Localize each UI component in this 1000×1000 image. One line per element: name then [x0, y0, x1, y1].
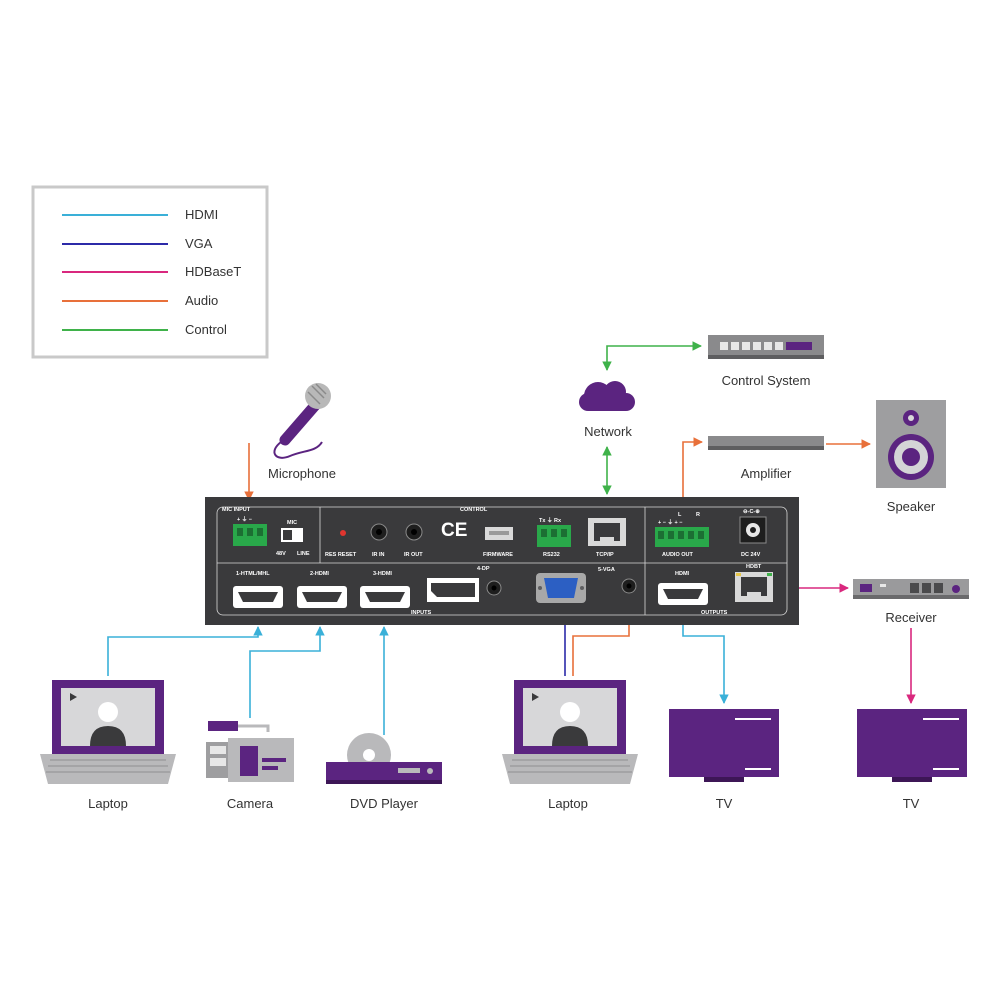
ce-mark: CE [441, 520, 467, 541]
control-system-icon [708, 335, 824, 359]
control-system-line [602, 341, 702, 371]
hdmi-out-tv-line [682, 614, 729, 704]
hdmi-input-3-port[interactable] [360, 586, 410, 608]
audio-r-label: R [696, 512, 700, 518]
legend: HDMI VGA HDBaseT Audio Control [31, 185, 269, 359]
legend-hdmi-label: HDMI [185, 207, 218, 222]
audio-out-terminal[interactable] [655, 527, 709, 547]
laptop-left-label: Laptop [88, 796, 128, 811]
audio-out-pins: + − ⏚ + − [658, 519, 682, 526]
input-4-label: 4-DP [477, 566, 490, 572]
microphone-icon [273, 383, 331, 459]
rs232-terminal[interactable] [537, 525, 571, 547]
firmware-label: FIRMWARE [483, 552, 513, 558]
dc-polarity-label: ⊖-C-⊕ [743, 509, 760, 515]
control-section-label: CONTROL [460, 507, 488, 513]
hdmi-input-2-port[interactable] [297, 586, 347, 608]
hdbt-output-port[interactable] [735, 572, 773, 602]
hdmi-output-label: HDMI [675, 571, 690, 577]
dc-label: DC 24V [741, 552, 761, 558]
tv-right-label: TV [903, 796, 920, 811]
network-label: Network [584, 424, 632, 439]
ir-in-jack[interactable] [370, 523, 388, 541]
res-reset-label: RES RESET [325, 552, 357, 558]
tv-center-icon [669, 709, 779, 782]
camera-label: Camera [227, 796, 274, 811]
dvd-player-icon [326, 733, 442, 784]
tcpip-label: TCP/IP [596, 552, 614, 558]
legend-audio-label: Audio [185, 293, 218, 308]
audio-input-5-jack[interactable] [621, 578, 637, 594]
tv-center-label: TV [716, 796, 733, 811]
laptop-left-hdmi-line [107, 626, 263, 676]
switcher-rear-panel: MIC INPUT + ⏚ − MIC 48V LINE CONTROL RES… [205, 497, 799, 625]
rs232-pins: Tx ⏚ Rx [539, 517, 562, 524]
cloud-icon [579, 381, 635, 411]
hdmi-output-port[interactable] [658, 583, 708, 605]
audio-out-label: AUDIO OUT [662, 552, 694, 558]
camera-icon [206, 721, 294, 782]
input-3-label: 3-HDMI [373, 571, 392, 577]
tv-right-icon [857, 709, 967, 782]
ir-out-label: IR OUT [404, 552, 423, 558]
input-2-label: 2-HDMI [310, 571, 329, 577]
legend-hdbaset-label: HDBaseT [185, 264, 241, 279]
receiver-label: Receiver [885, 610, 937, 625]
legend-vga-label: VGA [185, 236, 213, 251]
status-led [340, 530, 346, 536]
dvd-player-label: DVD Player [350, 796, 419, 811]
mic-input-pins: + ⏚ − [237, 516, 252, 523]
receiver-icon [853, 579, 969, 599]
ir-out-jack[interactable] [405, 523, 423, 541]
ir-in-label: IR IN [372, 552, 385, 558]
mic-input-label: MIC INPUT [222, 507, 251, 513]
control-system-label: Control System [722, 373, 811, 388]
input-5-label: 5-VGA [598, 567, 615, 573]
legend-control-label: Control [185, 322, 227, 337]
laptop-left-icon [40, 680, 176, 784]
audio-l-label: L [678, 512, 682, 518]
tcpip-port[interactable] [588, 518, 626, 546]
mic-line-label: LINE [297, 551, 310, 557]
displayport-input-4-port[interactable] [427, 578, 479, 602]
hdmi-input-1-port[interactable] [233, 586, 283, 608]
rs232-label: RS232 [543, 552, 560, 558]
amplifier-label: Amplifier [741, 466, 792, 481]
vga-input-5-port[interactable] [536, 573, 586, 603]
camera-hdmi-line [249, 626, 325, 718]
speaker-icon [876, 400, 946, 488]
dc-power-jack[interactable] [739, 516, 767, 544]
laptop-right-icon [502, 680, 638, 784]
laptop-right-label: Laptop [548, 796, 588, 811]
mic-switch-label: MIC [287, 520, 297, 526]
hdbt-label: HDBT [746, 564, 762, 570]
mic-input-terminal[interactable] [233, 524, 267, 546]
outputs-section-label: OUTPUTS [701, 610, 728, 616]
amplifier-icon [708, 436, 824, 450]
audio-input-4-jack[interactable] [486, 580, 502, 596]
mic-48v-label: 48V [276, 551, 286, 557]
microphone-label: Microphone [268, 466, 336, 481]
speaker-label: Speaker [887, 499, 936, 514]
input-1-label: 1-HTML/MHL [236, 571, 270, 577]
inputs-section-label: INPUTS [411, 610, 432, 616]
amplifier-audio-line [682, 437, 703, 520]
